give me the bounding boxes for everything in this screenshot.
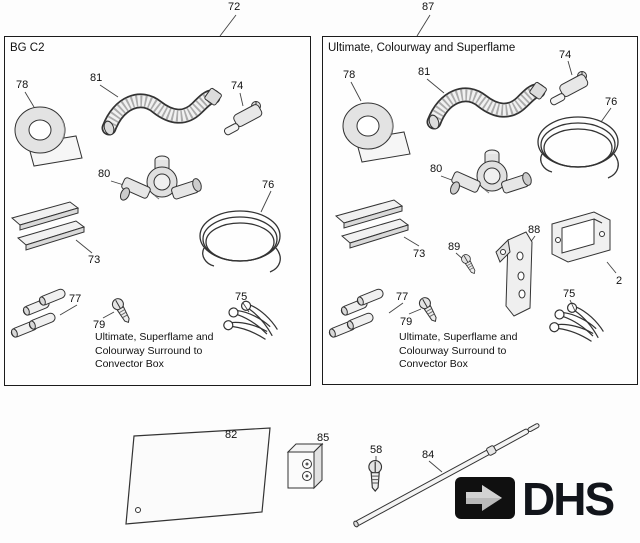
part-label-82: 82 bbox=[225, 429, 238, 441]
part-label-80-right: 80 bbox=[430, 163, 443, 175]
dhs-logo: DHS bbox=[454, 473, 615, 525]
part-label-80-left: 80 bbox=[98, 168, 111, 180]
part-label-79-right: 79 bbox=[400, 316, 413, 328]
part-label-74-left: 74 bbox=[231, 80, 244, 92]
dhs-logo-text: DHS bbox=[522, 473, 615, 525]
part-label-81-left: 81 bbox=[90, 72, 103, 84]
part-label-73-left: 73 bbox=[88, 254, 101, 266]
part-label-78-right: 78 bbox=[343, 69, 356, 81]
part-label-75-left: 75 bbox=[235, 291, 248, 303]
part-label-74-right: 74 bbox=[559, 49, 572, 61]
part-label-79-left: 79 bbox=[93, 319, 106, 331]
part-label-2: 2 bbox=[616, 275, 623, 287]
control-box-85 bbox=[287, 443, 323, 489]
part-label-81-right: 81 bbox=[418, 66, 431, 78]
part-label-77-right: 77 bbox=[396, 291, 409, 303]
part-label-85: 85 bbox=[317, 432, 330, 444]
screw-58 bbox=[368, 460, 383, 492]
panel-title-bg-c2: BG C2 bbox=[10, 42, 45, 54]
note-left-surround-to-convector-box: Ultimate, Superflame and Colourway Surro… bbox=[95, 331, 214, 371]
dhs-logo-arrow-icon bbox=[455, 477, 515, 519]
note-right-surround-to-convector-box: Ultimate, Superflame and Colourway Surro… bbox=[399, 331, 518, 371]
part-label-88: 88 bbox=[528, 224, 541, 236]
part-label-58: 58 bbox=[370, 444, 383, 456]
callout-label-87: 87 bbox=[422, 1, 435, 13]
part-label-75-right: 75 bbox=[563, 288, 576, 300]
part-label-89: 89 bbox=[448, 241, 461, 253]
baffle-panel-82 bbox=[125, 427, 271, 525]
part-label-77-left: 77 bbox=[69, 293, 82, 305]
panel-title-ultimate: Ultimate, Colourway and Superflame bbox=[328, 42, 516, 54]
part-label-78-left: 78 bbox=[16, 79, 29, 91]
part-label-76-left: 76 bbox=[262, 179, 275, 191]
part-label-73-right: 73 bbox=[413, 248, 426, 260]
part-label-76-right: 76 bbox=[605, 96, 618, 108]
part-label-84: 84 bbox=[422, 449, 435, 461]
callout-label-72: 72 bbox=[228, 1, 241, 13]
